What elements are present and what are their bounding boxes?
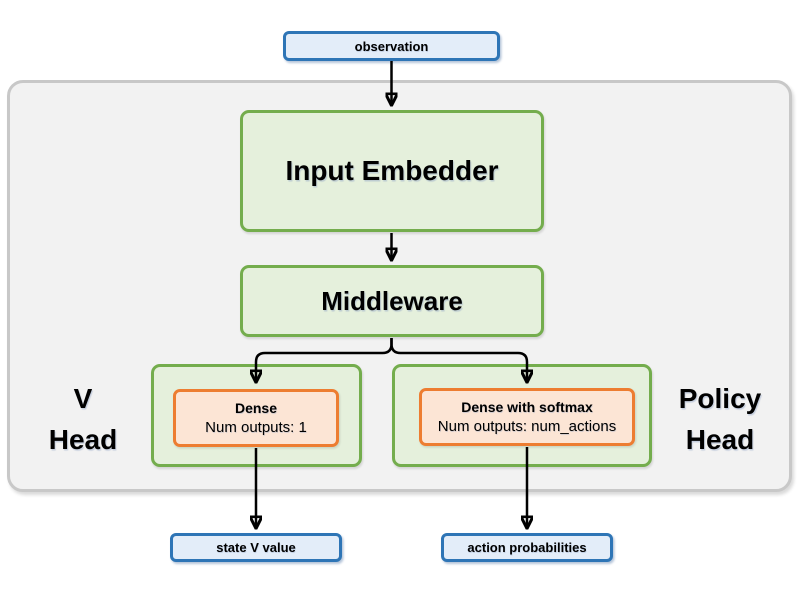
node-dense: Dense Num outputs: 1 <box>173 389 339 447</box>
v-head-label: V Head <box>23 378 143 460</box>
node-middleware: Middleware <box>240 265 544 337</box>
dense-title: Dense <box>234 400 278 416</box>
node-dense-softmax: Dense with softmax Num outputs: num_acti… <box>419 388 635 446</box>
policy-head-label-line2: Head <box>685 424 755 455</box>
state-v-value-label: state V value <box>216 540 296 555</box>
dense-subtitle: Num outputs: 1 <box>205 419 307 436</box>
node-state-v-value: state V value <box>170 533 342 562</box>
node-input-embedder: Input Embedder <box>240 110 544 232</box>
dense-softmax-title: Dense with softmax <box>461 399 593 415</box>
node-observation: observation <box>283 31 500 61</box>
observation-label: observation <box>354 38 429 54</box>
input-embedder-label: Input Embedder <box>285 155 499 186</box>
v-head-label-line2: Head <box>48 424 118 455</box>
policy-head-label-line1: Policy <box>678 383 762 414</box>
v-head-label-line1: V <box>73 383 93 414</box>
action-probabilities-label: action probabilities <box>467 540 587 555</box>
dense-softmax-subtitle: Num outputs: num_actions <box>437 418 617 435</box>
policy-head-label: Policy Head <box>659 378 781 460</box>
node-action-probabilities: action probabilities <box>441 533 613 562</box>
middleware-label: Middleware <box>321 285 463 316</box>
